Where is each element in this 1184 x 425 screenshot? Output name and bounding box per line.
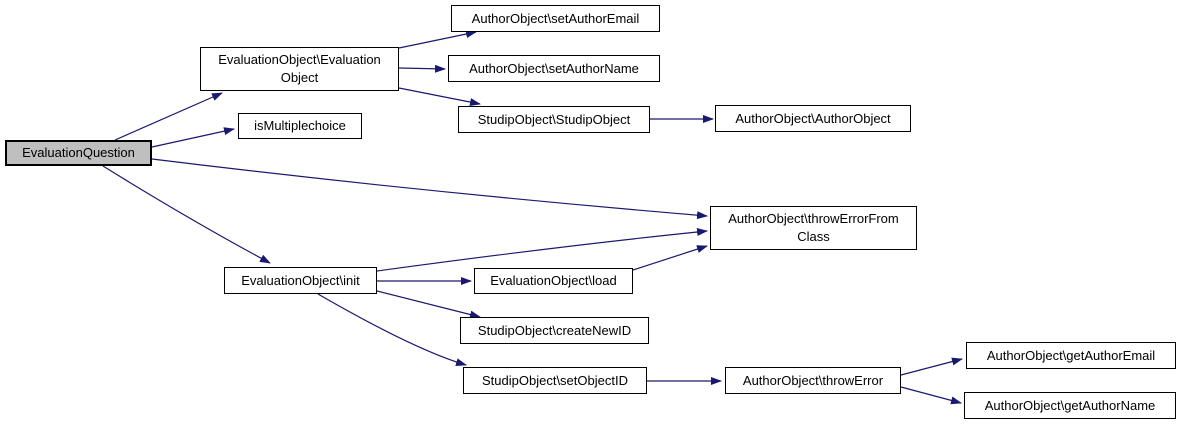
- node-label: isMultiplechoice: [254, 118, 346, 133]
- node-label: EvaluationQuestion: [22, 145, 135, 160]
- node-authorobject-throwerror[interactable]: AuthorObject\throwError: [725, 367, 901, 394]
- edge-evaluation-question-to-ismultiplechoice: [151, 127, 235, 148]
- node-label: AuthorObject\setAuthorEmail: [471, 10, 640, 26]
- edge-authorobject-throwerror-to-authorobject-getauthorname: [900, 386, 962, 405]
- edge-evaluationobject-init-to-studipobject-setobjectid: [317, 293, 467, 367]
- node-ismultiplechoice[interactable]: isMultiplechoice: [238, 113, 362, 139]
- node-evaluation-question: EvaluationQuestion: [5, 140, 152, 166]
- node-studipobject-createnewid[interactable]: StudipObject\createNewID: [460, 317, 649, 344]
- edge-evaluationobject-evaluationobject-to-authorobject-setauthoremail: [398, 30, 477, 49]
- node-label: AuthorObject\setAuthorName: [469, 60, 639, 76]
- node-authorobject-setauthoremail[interactable]: AuthorObject\setAuthorEmail: [451, 5, 660, 32]
- node-label: AuthorObject\getAuthorEmail: [986, 347, 1156, 363]
- node-studipobject-studipobject[interactable]: StudipObject\StudipObject: [458, 106, 650, 133]
- node-authorobject-authorobject[interactable]: AuthorObject\AuthorObject: [715, 105, 911, 132]
- edge-evaluationobject-init-to-authorobject-throwerrorfromclass: [376, 228, 708, 272]
- node-label: AuthorObject\AuthorObject: [735, 110, 891, 126]
- node-label: EvaluationObject\load: [490, 273, 617, 288]
- edge-evaluation-question-to-authorobject-throwerrorfromclass: [151, 158, 708, 220]
- node-authorobject-getauthoremail[interactable]: AuthorObject\getAuthorEmail: [966, 342, 1176, 369]
- node-label: AuthorObject\throwError: [742, 372, 884, 388]
- node-label: AuthorObject\throwErrorFrom: [728, 211, 899, 226]
- node-label: StudipObject\createNewID: [477, 322, 632, 338]
- edge-evaluation-question-to-evaluationobject-evaluationobject: [114, 92, 223, 141]
- node-label: Class: [797, 229, 830, 244]
- node-label: AuthorObject\getAuthorName: [984, 397, 1156, 413]
- edge-evaluationobject-evaluationobject-to-studipobject-studipobject: [398, 87, 481, 106]
- node-studipobject-setobjectid[interactable]: StudipObject\setObjectID: [463, 367, 647, 394]
- node-evaluationobject-load[interactable]: EvaluationObject\load: [474, 268, 633, 294]
- node-label: Object: [280, 70, 319, 85]
- edge-evaluationobject-load-to-authorobject-throwerrorfromclass: [632, 245, 708, 271]
- edge-evaluationobject-evaluationobject-to-authorobject-setauthorname: [398, 64, 446, 73]
- node-authorobject-setauthorname[interactable]: AuthorObject\setAuthorName: [448, 55, 660, 82]
- node-label: EvaluationObject\Evaluation: [218, 52, 381, 67]
- node-label: StudipObject\StudipObject: [477, 111, 631, 127]
- edge-evaluation-question-to-evaluationobject-init: [102, 165, 271, 264]
- node-evaluationobject-init[interactable]: EvaluationObject\init: [224, 267, 377, 294]
- node-authorobject-getauthorname[interactable]: AuthorObject\getAuthorName: [964, 392, 1176, 419]
- node-label: StudipObject\setObjectID: [482, 372, 628, 388]
- edge-evaluationobject-init-to-studipobject-createnewid: [376, 290, 481, 319]
- edge-authorobject-throwerror-to-authorobject-getauthoremail: [900, 357, 963, 376]
- node-label: EvaluationObject\init: [241, 272, 360, 288]
